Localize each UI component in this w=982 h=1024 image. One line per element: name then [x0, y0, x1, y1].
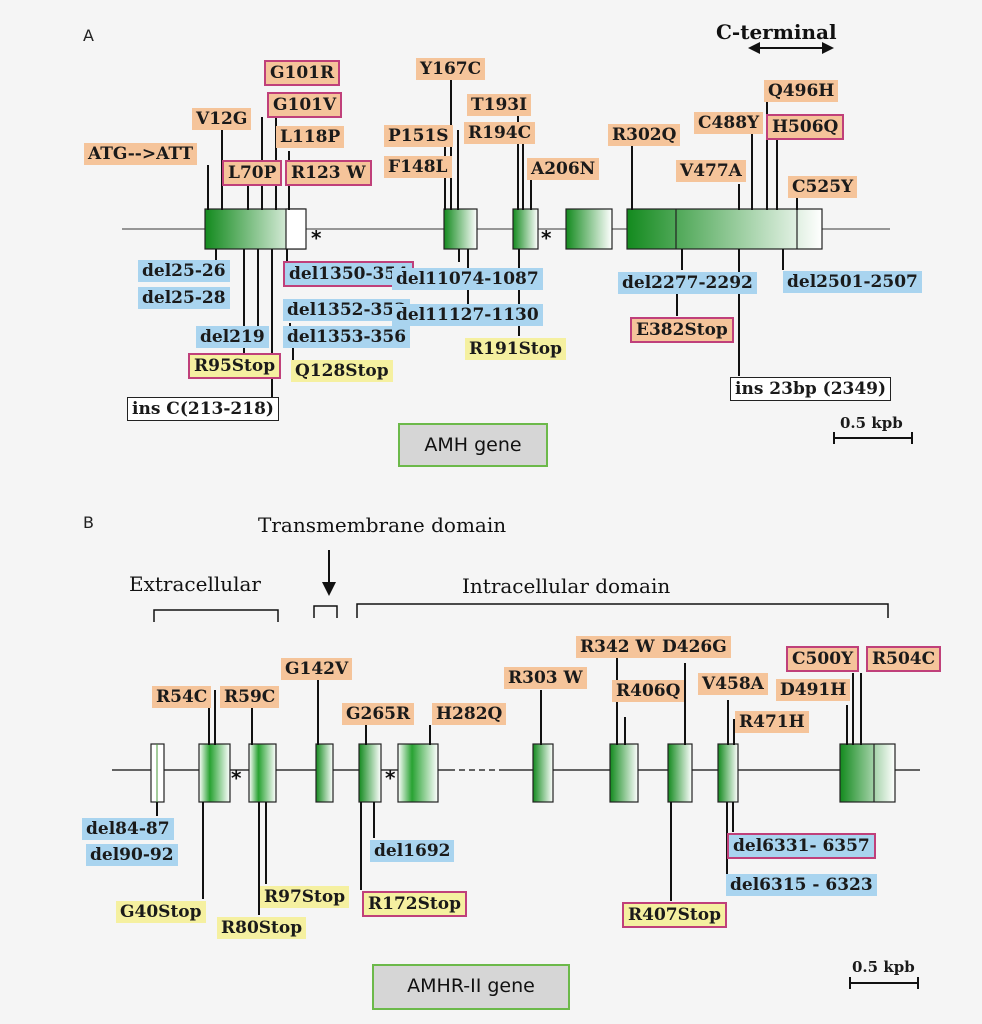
amhr-gene-title: AMHR-II gene — [372, 964, 570, 1010]
amhr-exon-10 — [717, 743, 739, 803]
mutation-del1353-356: del1353-356 — [283, 326, 411, 348]
amhr-exon-3 — [248, 743, 277, 803]
mutation-g40stop: G40Stop — [116, 901, 206, 923]
mutation-del90-92: del90-92 — [86, 844, 178, 866]
mutation-c488y: C488Y — [694, 112, 764, 134]
amh-exon-5 — [626, 208, 823, 250]
transmembrane-label: Transmembrane domain — [258, 513, 507, 537]
mutation-c500y: C500Y — [786, 646, 860, 672]
mutation-ins-23bp: ins 23bp (2349) — [730, 377, 892, 401]
mutation-q496h: Q496H — [764, 80, 839, 102]
mutation-del1692: del1692 — [370, 840, 455, 862]
mutation-g265r: G265R — [342, 703, 415, 725]
mutation-del11127-1130: del11127-1130 — [392, 304, 543, 326]
mutation-t193i: T193I — [467, 94, 532, 116]
mutation-r406q: R406Q — [612, 680, 685, 702]
mutation-del2501-2507: del2501-2507 — [783, 271, 922, 293]
mutation-r59c: R59C — [220, 686, 280, 708]
amh-asterisk-2: * — [541, 226, 552, 250]
amhr-exon-5 — [358, 743, 382, 803]
c-terminal-label: C-terminal — [716, 20, 837, 44]
mutation-h282q: H282Q — [432, 703, 507, 725]
mutation-f148l: F148L — [384, 156, 452, 178]
mutation-d426g: D426G — [658, 636, 731, 658]
mutation-del25-26: del25-26 — [138, 260, 230, 282]
mutation-l70p: L70P — [222, 160, 283, 186]
mutation-del84-87: del84-87 — [82, 818, 174, 840]
amh-asterisk-1: * — [311, 226, 322, 250]
amhr-asterisk-1: * — [231, 766, 242, 790]
mutation-q128stop: Q128Stop — [291, 360, 393, 382]
amhr-exon-6 — [397, 743, 439, 803]
panel-a-letter: A — [83, 26, 94, 45]
amhr-exon-9 — [667, 743, 693, 803]
mutation-l118p: L118P — [276, 126, 345, 148]
mutation-y167c: Y167C — [416, 58, 486, 80]
mutation-r302q: R302Q — [608, 124, 681, 146]
mutation-r97stop: R97Stop — [260, 886, 350, 908]
mutation-g142v: G142V — [281, 658, 353, 680]
mutation-r471h: R471H — [735, 711, 809, 733]
amh-exon-3 — [512, 208, 539, 250]
mutation-r123w: R123 W — [285, 160, 372, 186]
mutation-r504c: R504C — [866, 646, 942, 672]
mutation-r191stop: R191Stop — [465, 338, 566, 360]
mutation-v12g: V12G — [192, 108, 252, 130]
amhr-exon-4 — [315, 743, 334, 803]
mutation-r95stop: R95Stop — [188, 353, 282, 379]
transmembrane-arrow — [322, 550, 336, 596]
mutation-del2277-2292: del2277-2292 — [618, 272, 757, 294]
extracellular-bracket — [153, 609, 279, 622]
mutation-del25-28: del25-28 — [138, 287, 230, 309]
mutation-r407stop: R407Stop — [622, 902, 727, 928]
mutation-h506q: H506Q — [766, 114, 845, 140]
c-terminal-arrow — [748, 42, 834, 54]
amhr-asterisk-2: * — [385, 766, 396, 790]
intracellular-label: Intracellular domain — [462, 574, 671, 598]
panel-b-letter: B — [83, 513, 94, 532]
amh-exon-1-utr — [285, 208, 307, 250]
amh-exon-2 — [443, 208, 478, 250]
amh-exon-4 — [565, 208, 613, 250]
mutation-p151s: P151S — [384, 125, 453, 147]
mutation-del11074-1087: del11074-1087 — [392, 268, 543, 290]
mutation-del6331-6357: del6331- 6357 — [727, 833, 876, 859]
mutation-g101r: G101R — [264, 60, 341, 86]
mutation-g101v: G101V — [267, 92, 343, 118]
amhr-exon-8 — [609, 743, 639, 803]
mutation-r80stop: R80Stop — [217, 917, 307, 939]
amhr-exon-2 — [198, 743, 231, 803]
mutation-del219: del219 — [196, 326, 269, 348]
transmembrane-bracket — [313, 605, 338, 618]
mutation-e382stop: E382Stop — [630, 317, 734, 343]
intracellular-bracket — [356, 603, 889, 618]
amhr-exon-7 — [532, 743, 554, 803]
amhr-exon-11 — [839, 743, 896, 803]
mutation-v458a: V458A — [698, 673, 768, 695]
mutation-d491h: D491H — [776, 679, 851, 701]
amh-scale-bar — [833, 432, 913, 444]
mutation-c525y: C525Y — [788, 176, 858, 198]
mutation-atg-att: ATG-->ATT — [84, 143, 198, 165]
mutation-v477a: V477A — [676, 160, 746, 182]
mutation-a206n: A206N — [527, 158, 600, 180]
amh-gene-title: AMH gene — [398, 423, 548, 467]
mutation-r303w: R303 W — [504, 667, 587, 689]
amhr-scale-label: 0.5 kpb — [852, 958, 915, 976]
amh-scale-label: 0.5 kpb — [840, 414, 903, 432]
extracellular-label: Extracellular — [129, 572, 261, 596]
mutation-r172stop: R172Stop — [362, 891, 467, 917]
mutation-r194c: R194C — [464, 122, 536, 144]
mutation-r342w: R342 W — [576, 636, 659, 658]
mutation-del6315-6323: del6315 - 6323 — [726, 874, 877, 896]
amhr-scale-bar — [849, 977, 919, 989]
mutation-r54c: R54C — [152, 686, 212, 708]
amh-top-connectors — [207, 80, 798, 210]
mutation-ins-c: ins C(213-218) — [127, 397, 279, 421]
mutation-del1352-353: del1352-353 — [283, 299, 411, 321]
